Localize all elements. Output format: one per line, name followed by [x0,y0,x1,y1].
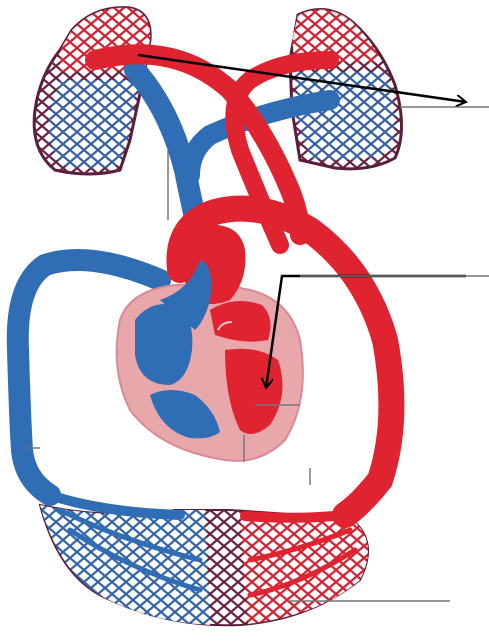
left-atrium [210,301,270,342]
left-lung [34,8,150,174]
heart [117,225,303,461]
right-atrium [135,304,192,385]
